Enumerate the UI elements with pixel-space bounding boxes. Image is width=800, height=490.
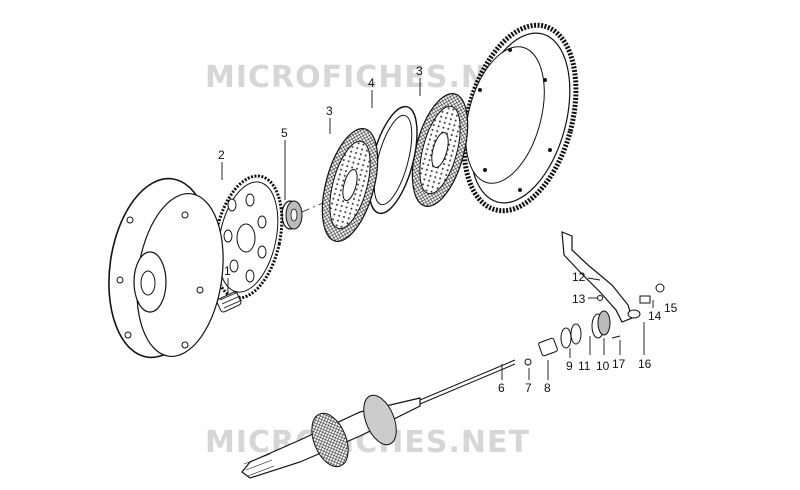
- callout-11: 11: [578, 359, 591, 373]
- callout-14: 14: [648, 309, 662, 323]
- callout-2: 2: [218, 148, 225, 162]
- leader-lines: [221, 78, 654, 380]
- callout-13: 13: [572, 292, 586, 306]
- clutch-disc-left: [321, 128, 379, 242]
- clutch-housing: [108, 177, 224, 359]
- input-shaft: [241, 359, 516, 479]
- callout-3-left: 3: [326, 104, 333, 118]
- callout-10: 10: [596, 359, 610, 373]
- flywheel-ring-gear: [461, 22, 579, 214]
- release-lever: [561, 231, 665, 323]
- callout-7: 7: [525, 381, 532, 395]
- callout-3-right: 3: [416, 64, 423, 78]
- callout-4: 4: [368, 76, 375, 90]
- callout-16: 16: [638, 357, 652, 371]
- callout-1: 1: [224, 264, 231, 278]
- callout-9: 9: [566, 359, 573, 373]
- callout-8: 8: [544, 381, 551, 395]
- release-parts: [524, 310, 621, 366]
- callout-5: 5: [281, 126, 288, 140]
- callout-17: 17: [612, 357, 626, 371]
- clutch-disc-right: [411, 93, 469, 207]
- spring: [216, 291, 243, 313]
- callout-6: 6: [498, 381, 505, 395]
- callout-15: 15: [664, 301, 678, 315]
- hub: [281, 200, 303, 230]
- callout-12: 12: [572, 270, 586, 284]
